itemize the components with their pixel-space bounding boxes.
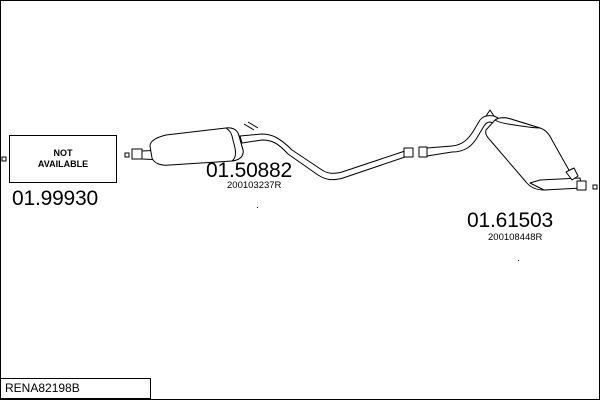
rear-silencer-top-face bbox=[494, 117, 541, 129]
middle-oem-number: 200103237R bbox=[227, 180, 282, 191]
front-part-unavailable-box: NOT AVAILABLE bbox=[9, 135, 117, 183]
middle-hanger bbox=[243, 121, 259, 131]
rear-hanger bbox=[485, 109, 495, 117]
rear-tailpipe-end bbox=[576, 180, 587, 191]
middle-part-number[interactable]: 01.50882 bbox=[206, 159, 292, 182]
rear-marker-dot bbox=[518, 260, 519, 261]
middle-outlet-flange bbox=[403, 147, 414, 158]
middle-silencer-end-cap bbox=[225, 127, 244, 162]
middle-inlet-flange bbox=[131, 148, 143, 160]
rear-tailpipe-bracket bbox=[565, 167, 579, 181]
middle-silencer-section bbox=[131, 121, 414, 181]
front-part-number[interactable]: 01.99930 bbox=[12, 187, 98, 210]
rear-part-number[interactable]: 01.61503 bbox=[467, 209, 553, 232]
front-part-status: NOT AVAILABLE bbox=[37, 148, 89, 169]
right-connector-marker bbox=[592, 184, 598, 190]
rear-silencer-section bbox=[418, 109, 587, 191]
rear-oem-number: 200108448R bbox=[488, 232, 543, 243]
left-connector-marker bbox=[1, 156, 7, 162]
system-code-label: RENA82198B bbox=[0, 378, 151, 399]
rear-inlet-flange bbox=[418, 146, 428, 158]
middle-marker-dot bbox=[257, 207, 258, 208]
front-connector-marker bbox=[124, 152, 130, 158]
